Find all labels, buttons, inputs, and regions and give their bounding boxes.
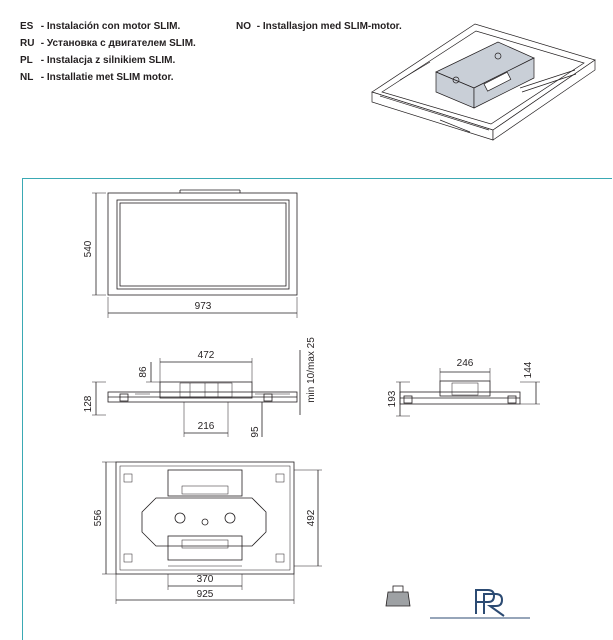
instruction-ru: RU - Установка с двигателем SLIM. (20, 38, 196, 49)
dim-side-95: 95 (250, 426, 261, 438)
dim-motor-144: 144 (523, 361, 534, 378)
dim-side-216: 216 (198, 421, 215, 432)
drawing-frame (22, 178, 612, 640)
motor-view (396, 368, 540, 417)
instruction-no: NO - Installasjon med SLIM-motor. (236, 21, 402, 32)
dim-bottom-925: 925 (197, 589, 214, 600)
weight-icon (385, 585, 411, 607)
dim-bottom-556: 556 (93, 509, 104, 526)
dim-side-width: 472 (198, 350, 215, 361)
dim-bottom-370: 370 (197, 574, 214, 585)
instructions-right: NO - Installasjon med SLIM-motor. (236, 18, 402, 35)
dim-motor-193: 193 (387, 390, 398, 407)
dim-side-86: 86 (138, 366, 149, 378)
dim-top-height: 540 (83, 240, 94, 257)
instruction-es: ES - Instalación con motor SLIM. (20, 21, 181, 32)
instruction-pl: PL - Instalacja z silnikiem SLIM. (20, 55, 176, 66)
brand-logo (430, 589, 530, 619)
instruction-nl: NL - Installatie met SLIM motor. (20, 72, 174, 83)
dim-side-128: 128 (83, 395, 94, 412)
dim-side-min-max: min 10/max 25 (306, 337, 317, 403)
top-view (92, 189, 298, 318)
dim-top-width: 973 (195, 301, 212, 312)
instructions-left: ES - Instalación con motor SLIM. RU - Ус… (20, 18, 196, 86)
side-view (92, 350, 301, 437)
dim-motor-width: 246 (457, 358, 474, 369)
bottom-view (102, 461, 322, 604)
dim-bottom-492: 492 (306, 509, 317, 526)
